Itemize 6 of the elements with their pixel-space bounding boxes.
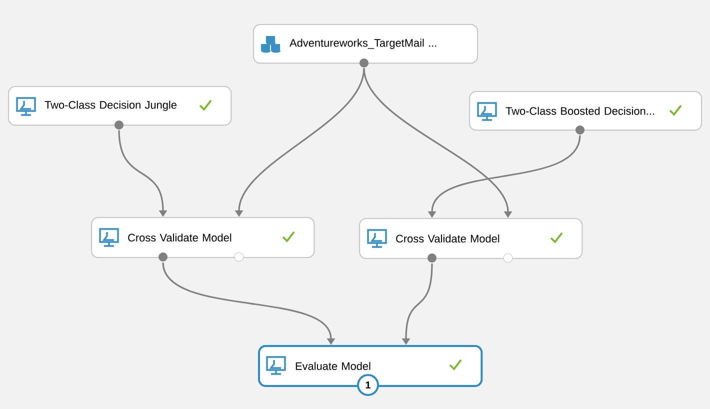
module-box: Cross Validate Model — [359, 218, 583, 260]
module-box: Two-Class Boosted Decision... — [469, 90, 702, 131]
module-box: Two-Class Decision Jungle — [8, 86, 232, 126]
module-box: Cross Validate Model — [91, 216, 315, 258]
count-badge: 1 — [357, 374, 379, 396]
module-box: Adventureworks_TargetMail ... — [253, 24, 478, 64]
